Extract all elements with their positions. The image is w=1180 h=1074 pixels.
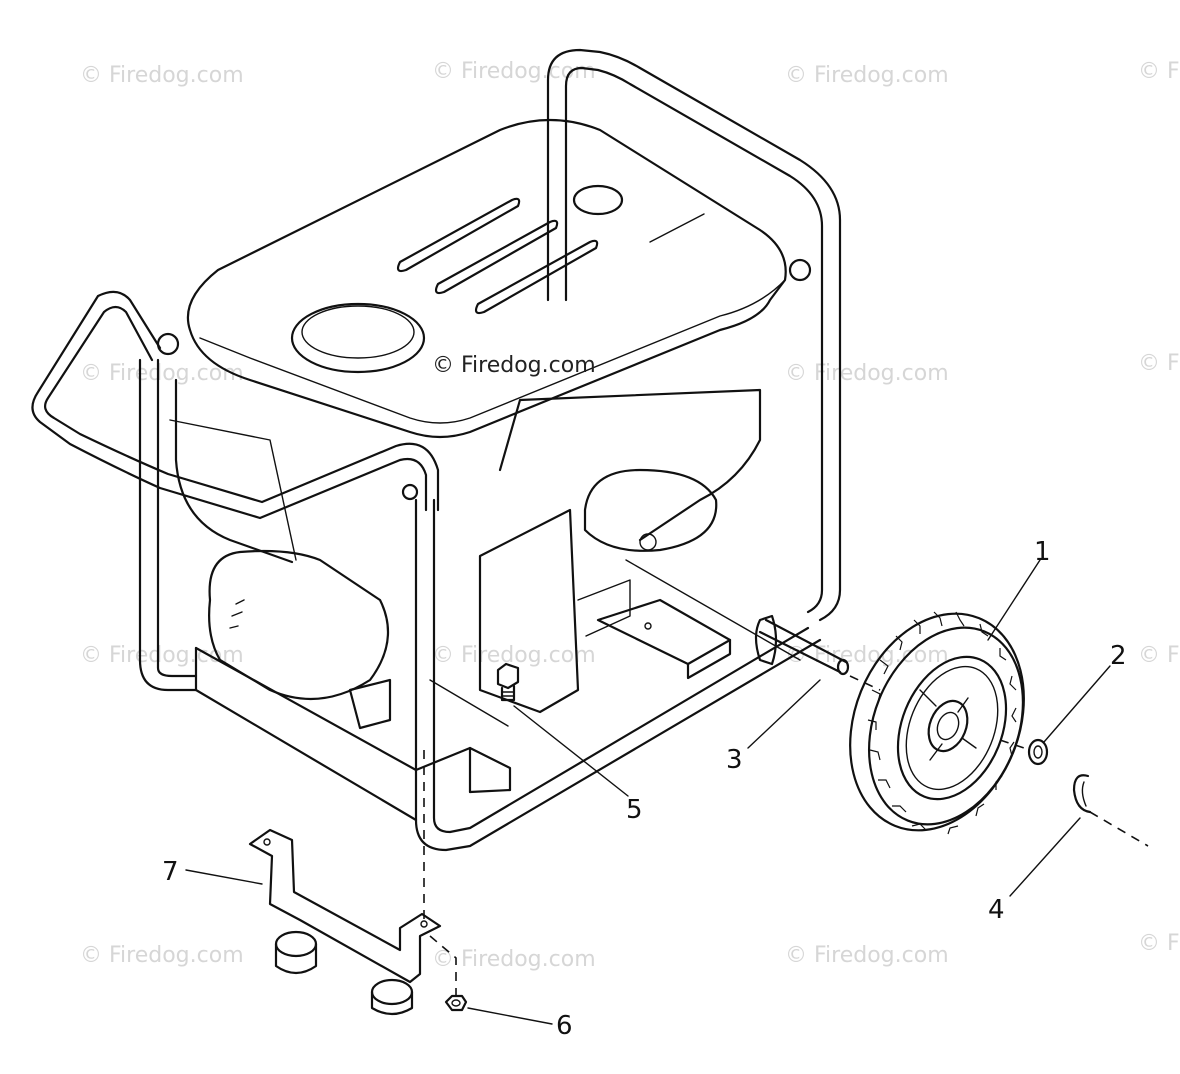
watermark: © Firedog.com [432, 947, 596, 972]
watermark: © Firedog.com [80, 63, 244, 88]
hex-nut [444, 994, 468, 1012]
watermark: © Firedog.com [785, 361, 949, 386]
watermark: © Firedog.com [80, 943, 244, 968]
watermark: © Firedog.com [785, 943, 949, 968]
watermark: © Firedog.com [432, 59, 596, 84]
wheel [849, 611, 1025, 835]
assembly-lines [423, 675, 1149, 996]
bolt [496, 662, 520, 702]
fuel-tank [156, 118, 812, 501]
watermark: © Firedog.com [785, 63, 949, 88]
callout-5: 5 [626, 795, 643, 825]
washer [1027, 738, 1049, 766]
retaining-clip [1072, 774, 1092, 814]
mounting-bracket [248, 828, 442, 1016]
callout-2: 2 [1110, 641, 1127, 671]
watermark-edge: © F [1138, 931, 1180, 956]
callout-3: 3 [726, 745, 743, 775]
watermark-center: © Firedog.com [432, 353, 596, 378]
watermark: © Firedog.com [80, 361, 244, 386]
watermark: © Firedog.com [80, 643, 244, 668]
callout-6: 6 [556, 1011, 573, 1041]
watermark: © Firedog.com [432, 643, 596, 668]
frame-tube [31, 48, 842, 852]
callout-7: 7 [162, 857, 179, 887]
engine [169, 378, 801, 730]
axle-shaft [754, 614, 850, 676]
callout-4: 4 [988, 895, 1005, 925]
watermark-edge: © F [1138, 59, 1180, 84]
watermark-edge: © F [1138, 643, 1180, 668]
watermark-layer: © Firedog.com © Firedog.com © Firedog.co… [80, 59, 1180, 972]
watermark-edge: © F [1138, 351, 1180, 376]
leader-lines [185, 559, 1111, 1025]
callouts: 1 2 3 4 5 6 7 [162, 537, 1127, 1041]
callout-1: 1 [1034, 537, 1051, 567]
watermark: © Firedog.com [785, 643, 949, 668]
